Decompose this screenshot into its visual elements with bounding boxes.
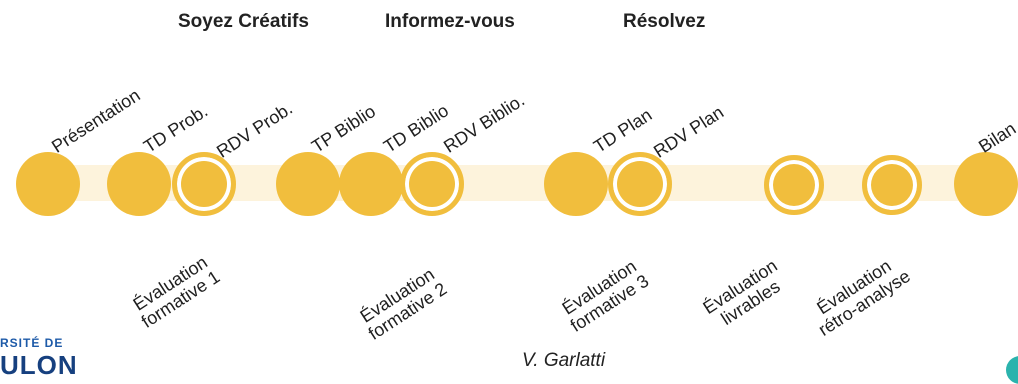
label-evaluation-formative-1: Évaluation formative 1	[128, 252, 224, 332]
logo-line-1: RSITÉ DE	[0, 336, 64, 350]
university-logo: RSITÉ DE ULON	[0, 334, 90, 376]
phase-title-resolvez: Résolvez	[623, 11, 706, 32]
milestone-evaluation-livrables	[764, 155, 824, 215]
phase-title-informez: Informez-vous	[385, 11, 515, 32]
corner-circle-icon	[1006, 356, 1018, 384]
logo-line-2: ULON	[0, 350, 78, 376]
milestone-td-plan	[544, 152, 608, 216]
milestone-td-prob	[107, 152, 171, 216]
milestone-evaluation-retro	[862, 155, 922, 215]
milestone-rdv-biblio	[400, 152, 464, 216]
label-rdv-biblio: RDV Biblio.	[440, 89, 529, 157]
label-td-biblio: TD Biblio	[380, 100, 453, 157]
label-rdv-prob: RDV Prob.	[213, 98, 297, 162]
label-td-plan: TD Plan	[590, 104, 656, 157]
label-evaluation-retro-analyse: Évaluation rétro-analyse	[805, 251, 914, 340]
label-evaluation-livrables: Évaluation livrables	[699, 255, 791, 334]
phase-title-creatifs: Soyez Créatifs	[178, 11, 309, 32]
milestone-rdv-prob	[172, 152, 236, 216]
milestone-tp-biblio	[276, 152, 340, 216]
label-evaluation-formative-2: Évaluation formative 2	[355, 264, 451, 344]
milestone-bilan	[954, 152, 1018, 216]
label-evaluation-formative-3: Évaluation formative 3	[557, 256, 653, 336]
label-rdv-plan: RDV Plan	[650, 101, 728, 162]
milestone-rdv-plan	[608, 152, 672, 216]
milestone-presentation	[16, 152, 80, 216]
label-presentation: Présentation	[48, 84, 144, 157]
milestone-td-biblio	[339, 152, 403, 216]
label-td-prob: TD Prob.	[140, 100, 212, 157]
label-tp-biblio: TP Biblio	[308, 100, 380, 157]
author-name: V. Garlatti	[522, 350, 606, 371]
